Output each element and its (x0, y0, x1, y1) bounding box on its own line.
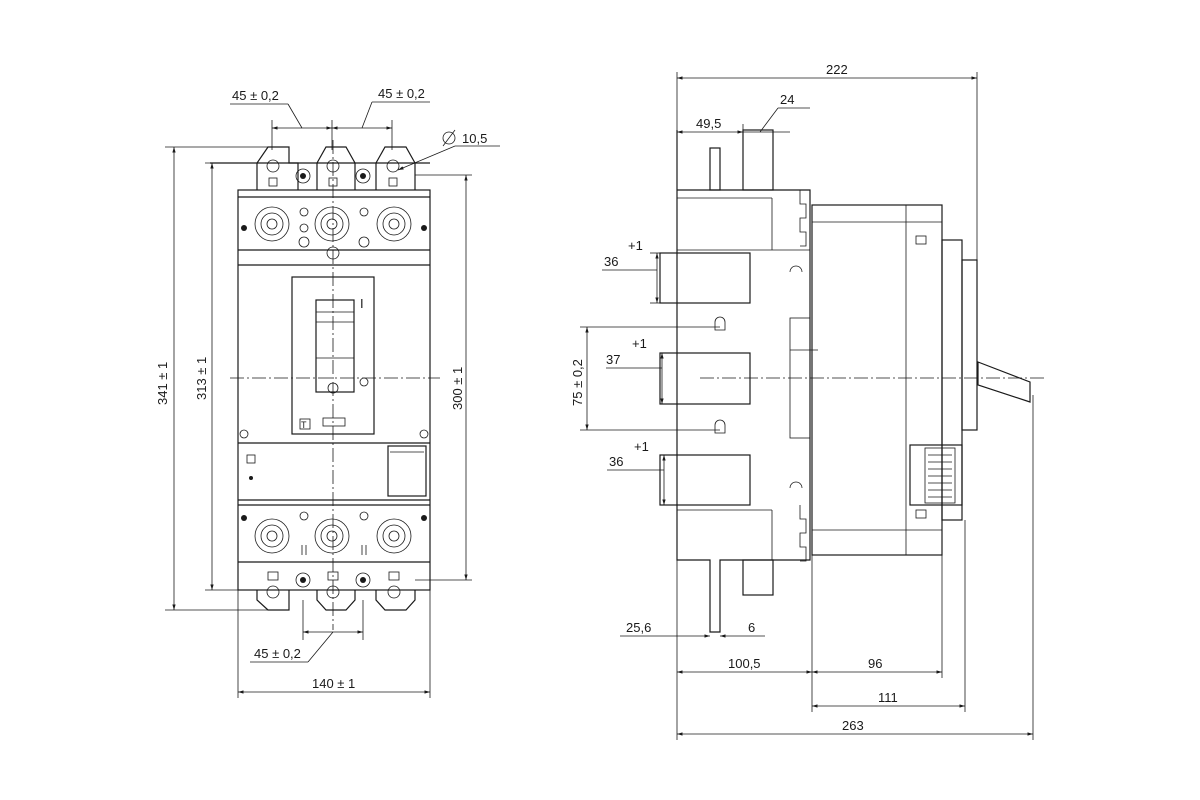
dim-terminal-3-tol: +1 (634, 439, 649, 454)
dim-terminal-3: 36 (609, 454, 623, 469)
dim-slot: 6 (748, 620, 755, 635)
dim-height-outer: 341 ± 1 (155, 362, 170, 405)
dim-height-body: 300 ± 1 (450, 367, 465, 410)
bottom-connection-row (238, 504, 430, 563)
side-view: 222 49,5 24 36 +1 37 +1 75 ± 0,2 (570, 62, 1045, 740)
dim-base-depth: 100,5 (728, 656, 761, 671)
dim-terminal-1: 36 (604, 254, 618, 269)
dim-terminal-thickness: 24 (780, 92, 794, 107)
terminal-1 (659, 252, 751, 304)
dim-terminal-depth: 49,5 (696, 116, 721, 131)
front-body-outline (237, 189, 431, 591)
dim-body-total: 111 (878, 690, 898, 705)
dim-width: 140 ± 1 (312, 676, 355, 691)
handle-lever (977, 361, 1031, 403)
handle-area: I T (238, 264, 430, 439)
terminal-2 (659, 352, 751, 405)
front-view: I T (155, 86, 500, 698)
handle-on-mark: I (360, 296, 364, 311)
dim-body-depth: 96 (868, 656, 882, 671)
dim-terminal-2-tol: +1 (632, 336, 647, 351)
side-dimensions: 222 49,5 24 36 +1 37 +1 75 ± 0,2 (570, 62, 1034, 740)
accessory-area (238, 442, 430, 501)
dim-pitch-bottom: 45 ± 0,2 (254, 646, 301, 661)
dim-height-mid: 313 ± 1 (194, 357, 209, 400)
dim-hole-diameter: 10,5 (462, 131, 487, 146)
dim-base-offset: 25,6 (626, 620, 651, 635)
front-dimensions: 45 ± 0,2 45 ± 0,2 10,5 341 ± 1 313 ± 1 3… (155, 86, 500, 698)
top-terminal-tabs (210, 146, 430, 190)
dim-pitch-top-right: 45 ± 0,2 (378, 86, 425, 101)
side-terminals (659, 252, 818, 506)
dim-pitch-top-left: 45 ± 0,2 (232, 88, 279, 103)
top-connection-row (238, 196, 430, 260)
dim-pitch-vertical: 75 ± 0,2 (570, 359, 585, 406)
side-base-block (676, 129, 811, 633)
side-main-body (811, 204, 1031, 556)
handle-badge: T (301, 420, 307, 430)
dim-total-top: 222 (826, 62, 848, 77)
dim-terminal-2: 37 (606, 352, 620, 367)
bottom-terminal-tabs (256, 571, 416, 611)
dim-terminal-1-tol: +1 (628, 238, 643, 253)
terminal-3 (659, 454, 751, 506)
dim-overall-depth: 263 (842, 718, 864, 733)
